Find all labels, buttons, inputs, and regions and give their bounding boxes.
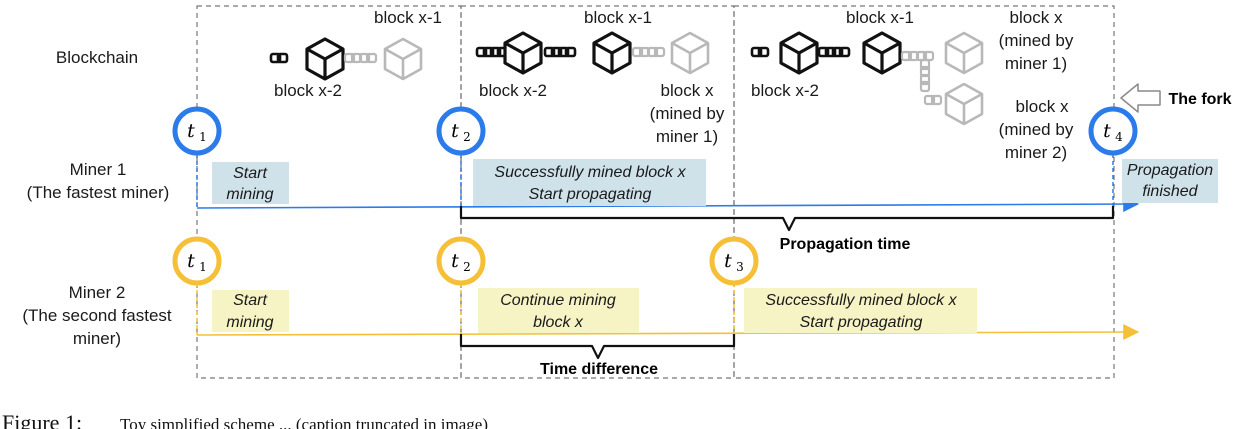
blockchain-label: Blockchain (56, 48, 138, 67)
stage3-block-x2-3: miner 2) (1005, 143, 1067, 162)
miner2-continue-text-2: block x (533, 314, 584, 331)
miner2-t2-marker: t 2 (436, 236, 486, 286)
stage1-block-bottom: block x-2 (274, 81, 342, 100)
stage2-chain (475, 31, 710, 75)
miner2-mined-text-2: Start propagating (800, 314, 923, 331)
stage2-block-x-3: miner 1) (656, 127, 718, 146)
miner2-mined-text: Successfully mined block x (765, 292, 957, 309)
svg-text:t: t (1103, 120, 1111, 142)
svg-text:2: 2 (463, 130, 471, 144)
miner1-t2-marker: t 2 (436, 106, 486, 156)
miner1-finish-text: Propagation (1127, 162, 1213, 179)
svg-text:1: 1 (199, 130, 207, 144)
svg-text:1: 1 (199, 260, 207, 274)
propagation-time-label: Propagation time (780, 236, 911, 253)
svg-text:t: t (724, 250, 732, 272)
miner1-sublabel: (The fastest miner) (27, 183, 170, 202)
miner1-mined-box (473, 159, 706, 206)
miner1-mined-text: Successfully mined block x (494, 164, 686, 181)
miner1-start-text: Start (233, 165, 267, 182)
miner2-sublabel: (The second fastest (22, 306, 172, 325)
miner2-continue-box (478, 288, 639, 333)
fork-label: The fork (1168, 91, 1231, 108)
caption-text: Toy simplified scheme ... (caption trunc… (120, 415, 488, 429)
svg-text:t: t (451, 250, 459, 272)
miner2-start-text-2: mining (226, 314, 273, 331)
miner1-start-text-2: mining (226, 186, 273, 203)
stage-box-3 (733, 5, 1115, 379)
stage2-block-top: block x-1 (584, 8, 652, 27)
time-difference-brace (459, 334, 736, 360)
miner1-finish-box (1122, 159, 1218, 203)
stage3-block-x1-2: (mined by (999, 31, 1074, 50)
stage3-block-x1: block x (1010, 8, 1063, 27)
miner2-start-box (212, 290, 289, 332)
stage3-block-x2: block x (1016, 97, 1069, 116)
miner2-continue-text: Continue mining (500, 292, 616, 309)
miner2-timeline (196, 324, 1140, 341)
miner2-sublabel-2: miner) (73, 329, 121, 348)
stage3-block-x1-3: miner 1) (1005, 54, 1067, 73)
miner1-start-box (212, 162, 289, 204)
miner1-t1-marker: t 1 (172, 106, 222, 156)
miner1-t4-marker: t 4 (1088, 106, 1138, 156)
stage3-block-top: block x-1 (846, 8, 914, 27)
miner1-mined-text-2: Start propagating (529, 186, 652, 203)
stage3-block-bottom: block x-2 (751, 81, 819, 100)
miner2-t1-marker: t 1 (172, 236, 222, 286)
svg-text:4: 4 (1115, 130, 1123, 144)
stage3-chain (750, 31, 984, 126)
miner2-mined-box (744, 288, 977, 333)
stage2-block-bottom: block x-2 (479, 81, 547, 100)
svg-text:t: t (451, 120, 459, 142)
stage2-block-x-2: (mined by (650, 104, 725, 123)
svg-text:3: 3 (736, 260, 744, 274)
caption-prefix: Figure 1: (2, 410, 82, 429)
svg-text:t: t (187, 120, 195, 142)
miner2-label: Miner 2 (69, 283, 126, 302)
svg-text:2: 2 (463, 260, 471, 274)
stage1-chain (269, 37, 423, 81)
miner1-label: Miner 1 (70, 160, 127, 179)
stage2-block-x: block x (661, 81, 714, 100)
fork-arrow-icon (1120, 83, 1161, 113)
stage3-block-x2-2: (mined by (999, 120, 1074, 139)
propagation-brace (459, 206, 1115, 232)
miner1-finish-text-2: finished (1142, 183, 1198, 200)
time-difference-label: Time difference (540, 361, 658, 378)
miner2-t3-marker: t 3 (709, 236, 759, 286)
svg-text:t: t (187, 250, 195, 272)
miner2-start-text: Start (233, 292, 267, 309)
stage1-block-top: block x-1 (374, 8, 442, 27)
